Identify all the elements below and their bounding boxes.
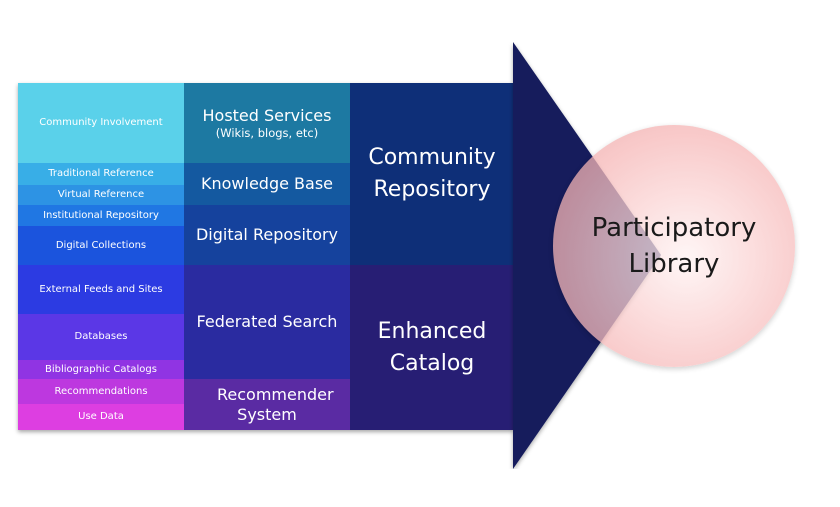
- label-digital-collections: Digital Collections: [55, 239, 147, 251]
- enhanced-catalog-line2: Catalog: [389, 350, 475, 376]
- label-recommendations: Recommendations: [54, 385, 148, 397]
- cell-institutional-repository: Institutional Repository: [18, 205, 184, 226]
- cell-databases: Databases: [18, 314, 184, 360]
- column-3: Community Repository Enhanced Catalog: [350, 83, 514, 430]
- cell-hosted-services: Hosted Services (Wikis, blogs, etc): [184, 83, 350, 163]
- hosted-services-subtitle: (Wikis, blogs, etc): [215, 125, 319, 140]
- label-use-data: Use Data: [78, 411, 124, 422]
- label-digital-repository: Digital Repository: [195, 225, 339, 245]
- cell-recommendations: Recommendations: [18, 379, 184, 404]
- column-1: Community Involvement Traditional Refere…: [18, 83, 184, 430]
- hosted-services-title: Hosted Services: [202, 105, 332, 125]
- community-repository-line2: Repository: [373, 177, 491, 202]
- cell-bibliographic-catalogs: Bibliographic Catalogs: [18, 360, 184, 379]
- cell-external-feeds: External Feeds and Sites: [18, 265, 184, 314]
- cell-digital-repository: Digital Repository: [184, 205, 350, 265]
- cell-virtual-reference: Virtual Reference: [18, 185, 184, 205]
- label-bibliographic-catalogs: Bibliographic Catalogs: [44, 363, 157, 375]
- label-community-involvement: Community Involvement: [39, 117, 163, 128]
- cell-digital-collections: Digital Collections: [18, 226, 184, 265]
- cell-knowledge-base: Knowledge Base: [184, 163, 350, 205]
- cell-traditional-reference: Traditional Reference: [18, 163, 184, 185]
- label-databases: Databases: [74, 331, 128, 342]
- label-recommender-system: Recommender System: [217, 385, 334, 424]
- label-external-feeds: External Feeds and Sites: [39, 283, 163, 295]
- label-knowledge-base: Knowledge Base: [201, 174, 333, 194]
- label-enhanced-catalog: Enhanced Catalog: [378, 316, 487, 380]
- cell-enhanced-catalog: Enhanced Catalog: [350, 265, 514, 430]
- enhanced-catalog-line1: Enhanced: [377, 318, 487, 344]
- label-hosted-services: Hosted Services (Wikis, blogs, etc): [203, 106, 332, 141]
- label-institutional-repository: Institutional Repository: [43, 209, 159, 221]
- community-repository-line1: Community: [368, 145, 496, 171]
- cell-federated-search: Federated Search: [184, 265, 350, 379]
- cell-recommender-system: Recommender System: [184, 379, 350, 430]
- cell-use-data: Use Data: [18, 404, 184, 430]
- cell-community-repository: Community Repository: [350, 83, 514, 265]
- label-federated-search: Federated Search: [196, 312, 338, 332]
- participatory-library-circle: [553, 125, 795, 367]
- column-2: Hosted Services (Wikis, blogs, etc) Know…: [184, 83, 350, 430]
- label-traditional-reference: Traditional Reference: [48, 168, 154, 179]
- label-community-repository: Community Repository: [368, 142, 495, 206]
- label-virtual-reference: Virtual Reference: [57, 189, 145, 200]
- services-diagram: Community Involvement Traditional Refere…: [18, 83, 514, 430]
- cell-community-involvement: Community Involvement: [18, 83, 184, 163]
